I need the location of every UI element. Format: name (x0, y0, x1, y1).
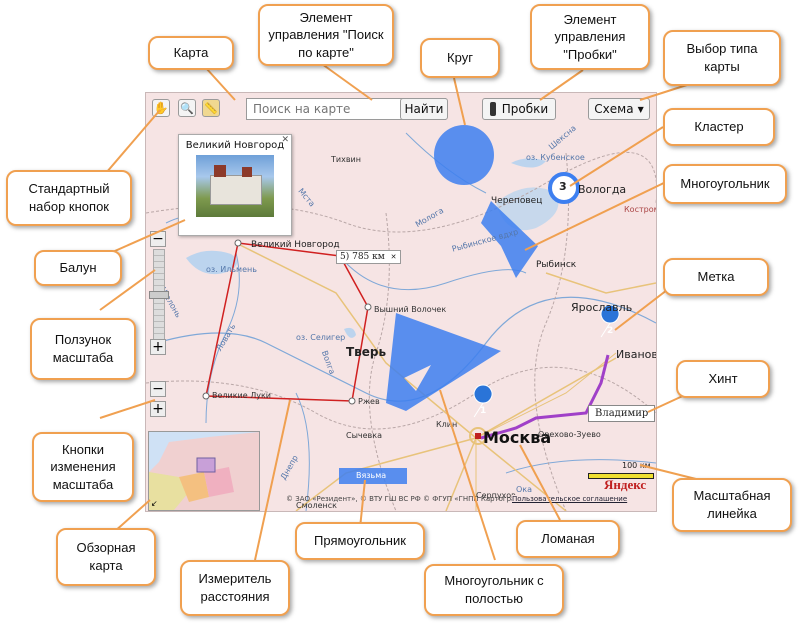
callout-circle: Круг (420, 38, 500, 78)
label-moscow: Москва (483, 428, 552, 447)
label-rybinsk: Рыбинск (536, 260, 577, 270)
label-yaroslavl: Ярославль (571, 301, 633, 314)
scale-label: 100 км (622, 461, 651, 470)
ruler-tool-button[interactable]: 📏 (202, 99, 220, 117)
callout-ruler: Измеритель расстояния (180, 560, 290, 616)
traffic-button-label: Пробки (501, 102, 549, 116)
balloon-close-icon[interactable]: ✕ (281, 135, 289, 145)
callout-placemark: Метка (663, 258, 769, 296)
hand-tool-button[interactable]: ✋ (152, 99, 170, 117)
label-ivanovo: Иваново (616, 348, 656, 361)
label-kostroma: Костром (624, 205, 657, 214)
callout-cluster: Кластер (663, 108, 775, 146)
label-tver: Тверь (346, 345, 387, 359)
map-rectangle (339, 468, 407, 484)
callout-polygon: Многоугольник (663, 164, 787, 204)
overview-collapse-icon[interactable]: ↙ (151, 499, 158, 508)
callout-hole-polygon: Многоугольник с полостью (424, 564, 564, 616)
callout-hint: Хинт (676, 360, 770, 398)
zoom-slider-minus[interactable]: − (150, 231, 166, 247)
label-sychevka: Сычевка (346, 431, 382, 440)
map-polygon (481, 201, 538, 278)
label-tikhvin: Тихвин (331, 155, 361, 164)
label-vologda: Вологда (578, 183, 627, 196)
hand-icon: ✋ (153, 101, 169, 115)
callout-search: Элемент управления "Поиск по карте" (258, 4, 394, 66)
callout-maptype: Выбор типа карты (663, 30, 781, 86)
magnifier-tool-button[interactable]: 🔍 (178, 99, 196, 117)
placemark-2[interactable]: 2 (607, 326, 614, 336)
zoom-slider-plus[interactable]: + (150, 339, 166, 355)
zoom-out-button[interactable]: − (150, 381, 166, 397)
magnifier-icon: 🔍 (180, 101, 194, 115)
label-lake-seliger: оз. Селигер (296, 333, 346, 342)
balloon-pointer (234, 235, 238, 239)
overview-map-image (149, 432, 259, 510)
label-orekhovo: Орехово-Зуево (538, 430, 601, 439)
zoom-slider-thumb[interactable] (149, 291, 169, 299)
ruler-distance-tag[interactable]: 5) 785 км ✕ (336, 250, 401, 264)
triangle-down-icon: ▼ (637, 104, 644, 114)
label-vyshny: Вышний Волочек (374, 305, 447, 314)
label-cherepovets: Череповец (491, 196, 543, 206)
callout-map: Карта (148, 36, 234, 70)
placemark-1[interactable]: 1 (480, 406, 487, 416)
label-serpukhov: Серпухов (476, 491, 516, 500)
callout-scale-line: Масштабная линейка (672, 478, 792, 532)
map-type-select[interactable]: Схема ▼ (588, 98, 650, 120)
balloon-photo (196, 155, 274, 217)
balloon-title: Великий Новгород (185, 140, 285, 151)
callout-rectangle: Прямоугольник (295, 522, 425, 560)
ruler-distance-label: 5) 785 км (340, 252, 385, 262)
label-lake-ilmen: оз. Ильмень (206, 265, 257, 274)
label-smolensk: Смоленск (296, 501, 338, 510)
label-vnovgorod: Великий Новгород (251, 240, 340, 250)
label-vyazma: Вязьма (356, 471, 387, 480)
callout-traffic: Элемент управления "Пробки" (530, 4, 650, 70)
map-polyline (480, 354, 610, 440)
callout-standard-buttons: Стандартный набор кнопок (6, 170, 132, 226)
traffic-light-icon (489, 102, 496, 116)
callout-polyline: Ломаная (516, 520, 620, 558)
label-kubenskoe: оз. Кубенское (526, 153, 585, 162)
callout-balloon: Балун (34, 250, 122, 286)
yandex-logo: Яндекс (604, 477, 647, 492)
map-hint: Владимир (588, 405, 656, 422)
label-rzhev: Ржев (358, 397, 380, 406)
map[interactable]: Великий Новгород Тверь Москва Ярославль … (145, 92, 657, 512)
map-type-label: Схема (594, 102, 634, 116)
map-circle (434, 125, 494, 185)
copyright-text: © ЗАО «Резидент», © ВТУ ГШ ВС РФ © ФГУП … (286, 495, 555, 503)
traffic-button[interactable]: Пробки (482, 98, 556, 120)
ruler-icon: 📏 (204, 101, 218, 115)
map-hole-polygon (386, 313, 501, 411)
label-vluki: Великие Луки (212, 391, 271, 400)
label-klin: Клин (436, 420, 458, 429)
search-find-button[interactable]: Найти (400, 98, 448, 120)
cluster-count[interactable]: 3 (559, 180, 567, 193)
terms-link[interactable]: Пользовательское соглашение (512, 495, 628, 503)
map-balloon[interactable]: Великий Новгород ✕ (178, 134, 292, 236)
callout-overview: Обзорная карта (56, 528, 156, 586)
zoom-in-button[interactable]: + (150, 401, 166, 417)
overview-map[interactable]: ↙ (148, 431, 260, 511)
callout-zoom-slider: Ползунок масштаба (30, 318, 136, 380)
callout-zoom-buttons: Кнопки изменения масштаба (32, 432, 134, 502)
label-oka: Ока (516, 485, 533, 494)
ruler-close-icon[interactable]: ✕ (390, 253, 397, 261)
map-ruler-line (205, 242, 369, 402)
